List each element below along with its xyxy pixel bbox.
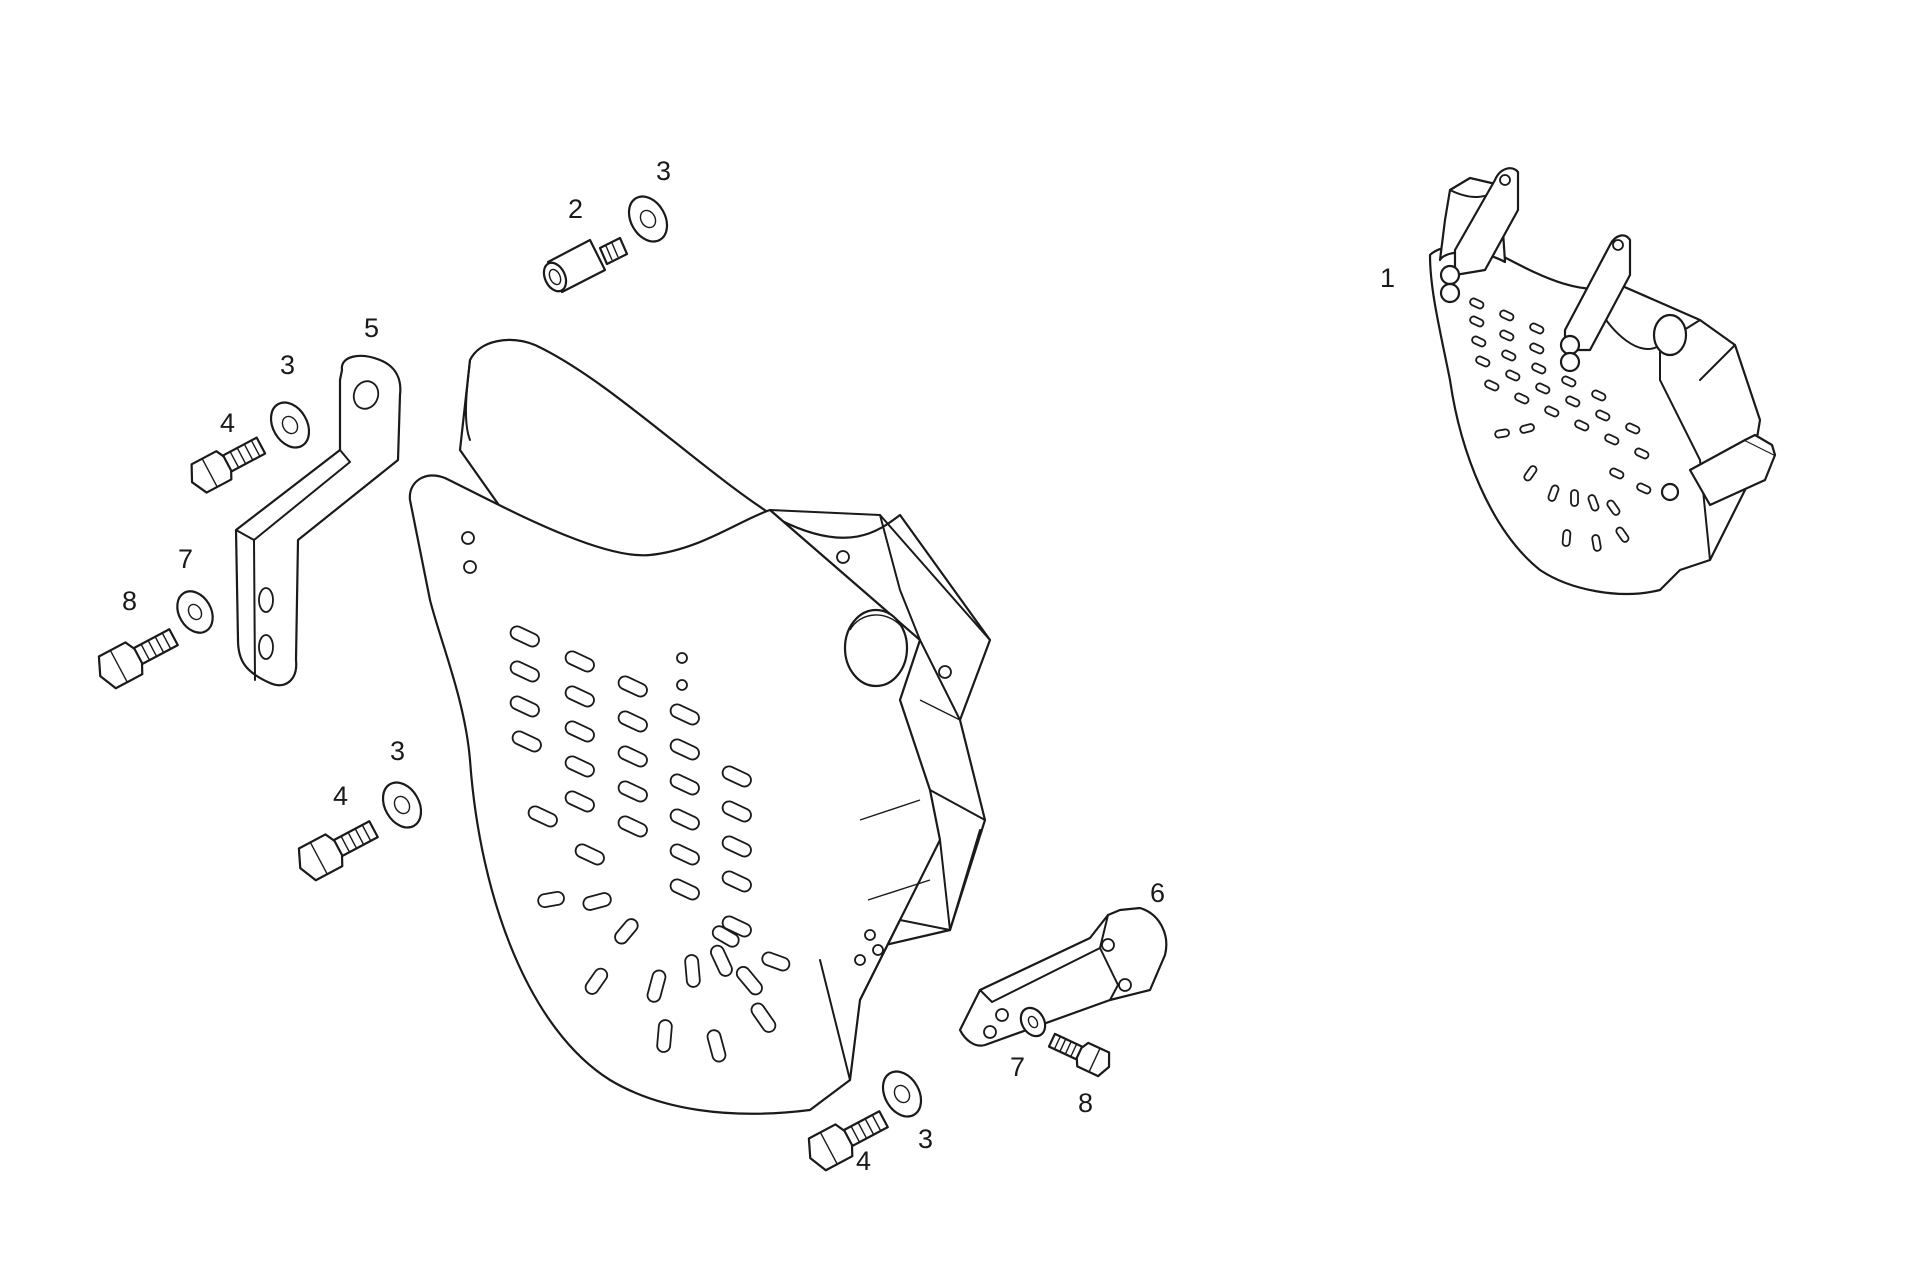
bolt-icon [1047,1032,1111,1078]
callout-7: 7 [1010,1052,1025,1082]
callout-8: 8 [1078,1088,1093,1118]
vent-slots [1469,297,1652,552]
assembly-view-icon [1428,167,1777,596]
callout-5: 5 [364,313,379,343]
callout-4: 4 [856,1146,871,1176]
callout-8: 8 [122,586,137,616]
callout-3: 3 [918,1124,933,1154]
callout-3: 3 [656,156,671,186]
bolt-icon [297,820,379,882]
washer-icon [176,590,214,634]
bolt-icon [97,628,179,690]
callout-4: 4 [220,408,235,438]
guard-cover-main [408,338,992,1115]
vent-slots [509,625,791,1063]
callout-3: 3 [280,350,295,380]
washer-icon [881,1070,923,1118]
callout-6: 6 [1150,878,1165,908]
bolt-icon [807,1110,889,1172]
callout-3: 3 [390,736,405,766]
callout-1: 1 [1380,263,1395,293]
callout-4: 4 [333,781,348,811]
bracket-6 [958,906,1168,1047]
washer-icon [381,781,423,829]
callout-7: 7 [178,544,193,574]
bracket-5 [234,354,402,687]
bolt-icon [190,436,267,494]
spacer-icon [542,236,629,294]
callout-2: 2 [568,194,583,224]
washer-icon [269,401,311,449]
washer-icon [627,195,669,243]
washer-icon [1019,1006,1047,1038]
